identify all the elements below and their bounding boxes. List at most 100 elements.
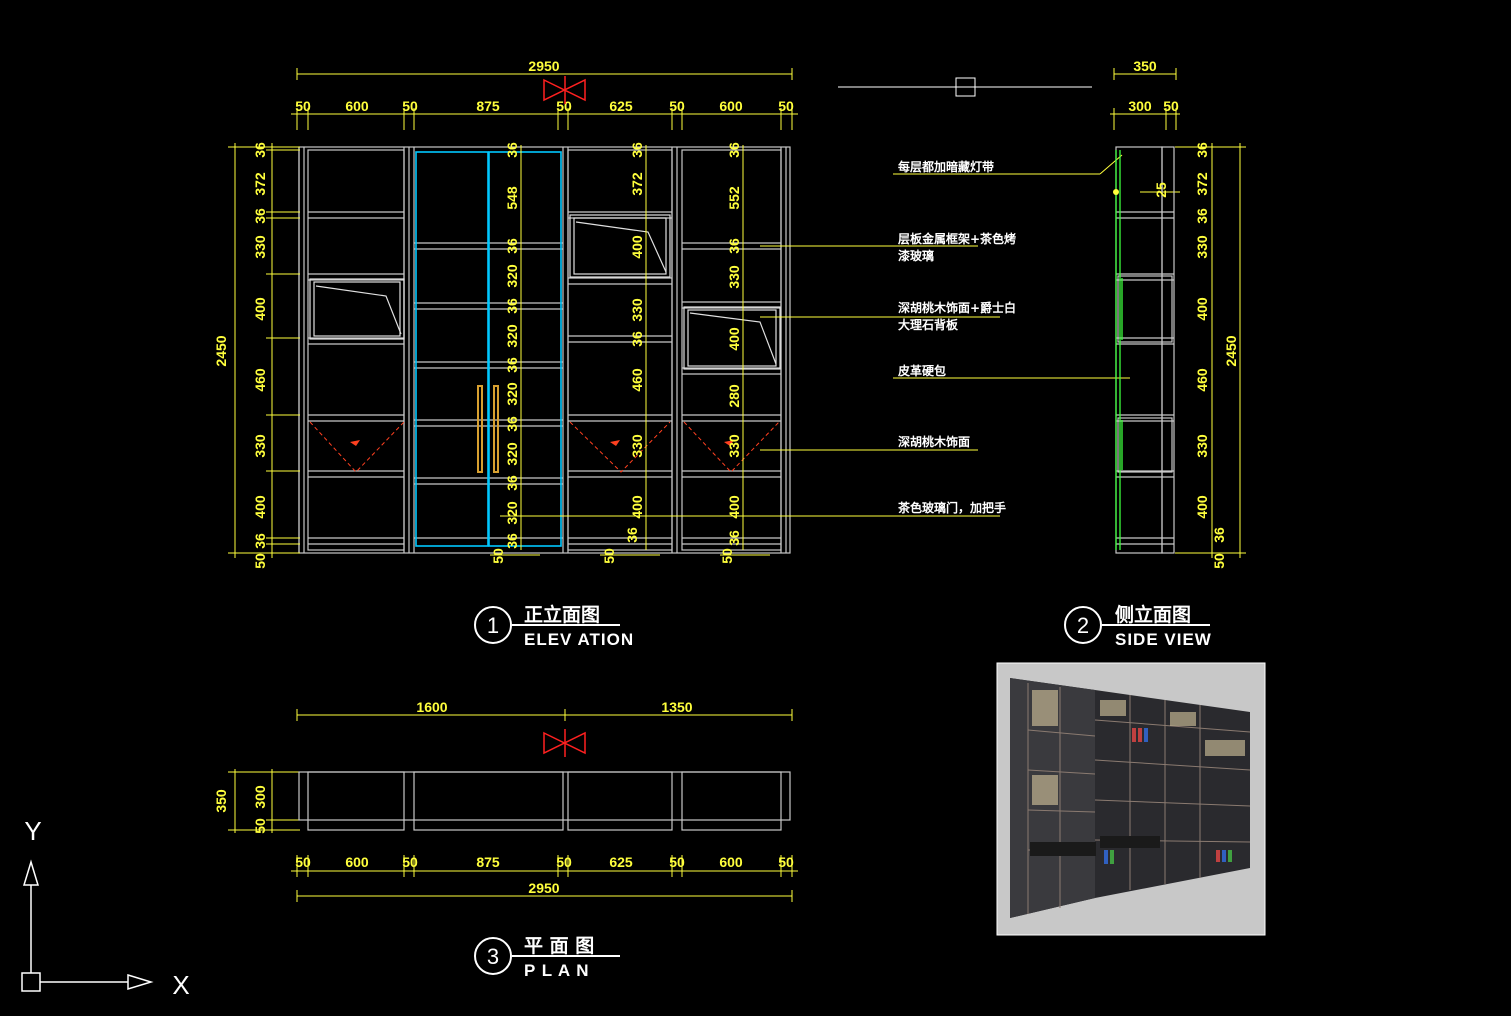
dim-label: 50 bbox=[601, 548, 617, 564]
dim-label: 330 bbox=[629, 434, 645, 458]
annotation-notes: 每层都加暗藏灯带 层板金属框架+茶色烤漆玻璃 深胡桃木饰面+爵士白大理石背板 皮… bbox=[897, 159, 1016, 515]
ucs-y-label: Y bbox=[24, 816, 41, 846]
dim-label: 400 bbox=[629, 495, 645, 519]
note-led-strip: 每层都加暗藏灯带 bbox=[898, 159, 994, 174]
dim-label: 600 bbox=[719, 98, 743, 114]
dim-label: 320 bbox=[504, 382, 520, 406]
dim-label: 36 bbox=[629, 331, 645, 347]
title-number-circle bbox=[474, 606, 512, 644]
dim-label: 50 bbox=[669, 854, 685, 870]
dim-label: 36 bbox=[629, 142, 645, 158]
note-walnut-marble-line1: 深胡桃木饰面+爵士白 bbox=[898, 300, 1016, 315]
note-shelf-frame-line2: 漆玻璃 bbox=[898, 248, 934, 263]
dim-label: 50 bbox=[402, 854, 418, 870]
side-depth-50: 50 bbox=[1163, 98, 1179, 114]
dim-label: 460 bbox=[629, 368, 645, 392]
title-cn: 侧立面图 bbox=[1115, 603, 1191, 626]
note-walnut-marble-line2: 大理石背板 bbox=[898, 317, 959, 332]
title-en: SIDE VIEW bbox=[1115, 630, 1212, 649]
dim-label: 36 bbox=[252, 142, 268, 158]
dim-label: 372 bbox=[1194, 172, 1210, 196]
col2-height-labels: 36 548 36 320 36 320 36 320 36 320 36 32… bbox=[490, 142, 520, 564]
dim-label: 50 bbox=[556, 854, 572, 870]
dim-label: 400 bbox=[629, 235, 645, 259]
dim-label: 36 bbox=[252, 533, 268, 549]
section-symbol-icon bbox=[543, 76, 586, 104]
plan-segment-labels: 50 600 50 875 50 625 50 600 50 bbox=[295, 854, 794, 870]
plan-view bbox=[228, 709, 798, 902]
dim-label: 50 bbox=[295, 98, 311, 114]
dim-label: 875 bbox=[476, 98, 500, 114]
dim-label: 36 bbox=[504, 357, 520, 373]
dim-label: 400 bbox=[1194, 495, 1210, 519]
dim-label: 36 bbox=[1194, 142, 1210, 158]
ucs-x-label: X bbox=[172, 970, 189, 1000]
note-shelf-frame-line1: 层板金属框架+茶色烤 bbox=[898, 231, 1016, 246]
dim-label: 330 bbox=[252, 434, 268, 458]
elevation-top-dimensions bbox=[291, 68, 798, 130]
title-number-circle bbox=[1064, 606, 1102, 644]
col4-dim-line bbox=[720, 145, 770, 556]
dim-label: 280 bbox=[726, 384, 742, 408]
plan-overall-width: 2950 bbox=[528, 880, 559, 896]
dim-label: 36 bbox=[726, 238, 742, 254]
dim-label: 36 bbox=[252, 208, 268, 224]
title-number: 2 bbox=[1077, 613, 1089, 638]
dim-label: 50 bbox=[295, 854, 311, 870]
dim-label: 400 bbox=[726, 327, 742, 351]
side-height-total: 2450 bbox=[1223, 335, 1239, 366]
dim-label: 330 bbox=[1194, 434, 1210, 458]
dim-label: 600 bbox=[345, 854, 369, 870]
dim-label: 460 bbox=[1194, 368, 1210, 392]
dim-label: 330 bbox=[252, 235, 268, 259]
plan-width-1350: 1350 bbox=[661, 699, 692, 715]
dim-label: 36 bbox=[504, 533, 520, 549]
elevation-left-dimensions bbox=[228, 143, 300, 558]
dim-label: 330 bbox=[726, 265, 742, 289]
note-shelf-frame: 层板金属框架+茶色烤漆玻璃 bbox=[898, 231, 1016, 263]
plan-depth-50: 50 bbox=[252, 818, 268, 834]
dim-label: 320 bbox=[504, 264, 520, 288]
elevation-height-total: 2450 bbox=[213, 335, 229, 366]
dim-label: 552 bbox=[726, 186, 742, 210]
title-en: ELEV ATION bbox=[524, 630, 634, 649]
dim-label: 50 bbox=[1211, 553, 1227, 569]
side-width: 350 bbox=[1133, 58, 1157, 74]
elevation-overall-width: 2950 bbox=[528, 58, 559, 74]
title-cn: 正立面图 bbox=[524, 603, 600, 626]
dim-label: 600 bbox=[345, 98, 369, 114]
dim-label: 50 bbox=[719, 548, 735, 564]
title-number: 3 bbox=[487, 944, 499, 969]
leader-lines bbox=[500, 154, 1130, 517]
dim-label: 372 bbox=[252, 172, 268, 196]
elevation-segment-labels: 50 600 50 875 50 625 50 600 50 bbox=[295, 98, 794, 114]
dim-label: 372 bbox=[629, 172, 645, 196]
dim-label: 320 bbox=[504, 442, 520, 466]
col3-height-labels: 36 372 400 330 36 460 330 400 36 50 bbox=[601, 142, 645, 564]
dim-label: 36 bbox=[726, 142, 742, 158]
dim-label: 548 bbox=[504, 186, 520, 210]
elevation-title: 1 正立面图 ELEV ATION bbox=[474, 603, 634, 649]
dim-label: 50 bbox=[556, 98, 572, 114]
note-leather: 皮革硬包 bbox=[897, 363, 946, 378]
note-glass-door: 茶色玻璃门，加把手 bbox=[897, 500, 1006, 515]
dim-label: 36 bbox=[726, 530, 742, 546]
dim-label: 400 bbox=[252, 495, 268, 519]
dim-label: 36 bbox=[504, 298, 520, 314]
dim-label: 36 bbox=[624, 527, 640, 543]
dim-label: 625 bbox=[609, 854, 633, 870]
section-line bbox=[838, 77, 1092, 97]
dim-label: 400 bbox=[252, 297, 268, 321]
dim-label: 50 bbox=[402, 98, 418, 114]
side-title: 2 侧立面图 SIDE VIEW bbox=[1064, 603, 1212, 649]
elevation-left-height-labels: 36 372 36 330 400 460 330 400 36 50 bbox=[252, 142, 268, 569]
dim-label: 50 bbox=[490, 548, 506, 564]
dim-label: 36 bbox=[504, 416, 520, 432]
dim-label: 36 bbox=[504, 238, 520, 254]
dim-label: 320 bbox=[504, 501, 520, 525]
dim-label: 625 bbox=[609, 98, 633, 114]
dim-label: 875 bbox=[476, 854, 500, 870]
dim-label: 330 bbox=[726, 434, 742, 458]
dim-label: 50 bbox=[778, 854, 794, 870]
